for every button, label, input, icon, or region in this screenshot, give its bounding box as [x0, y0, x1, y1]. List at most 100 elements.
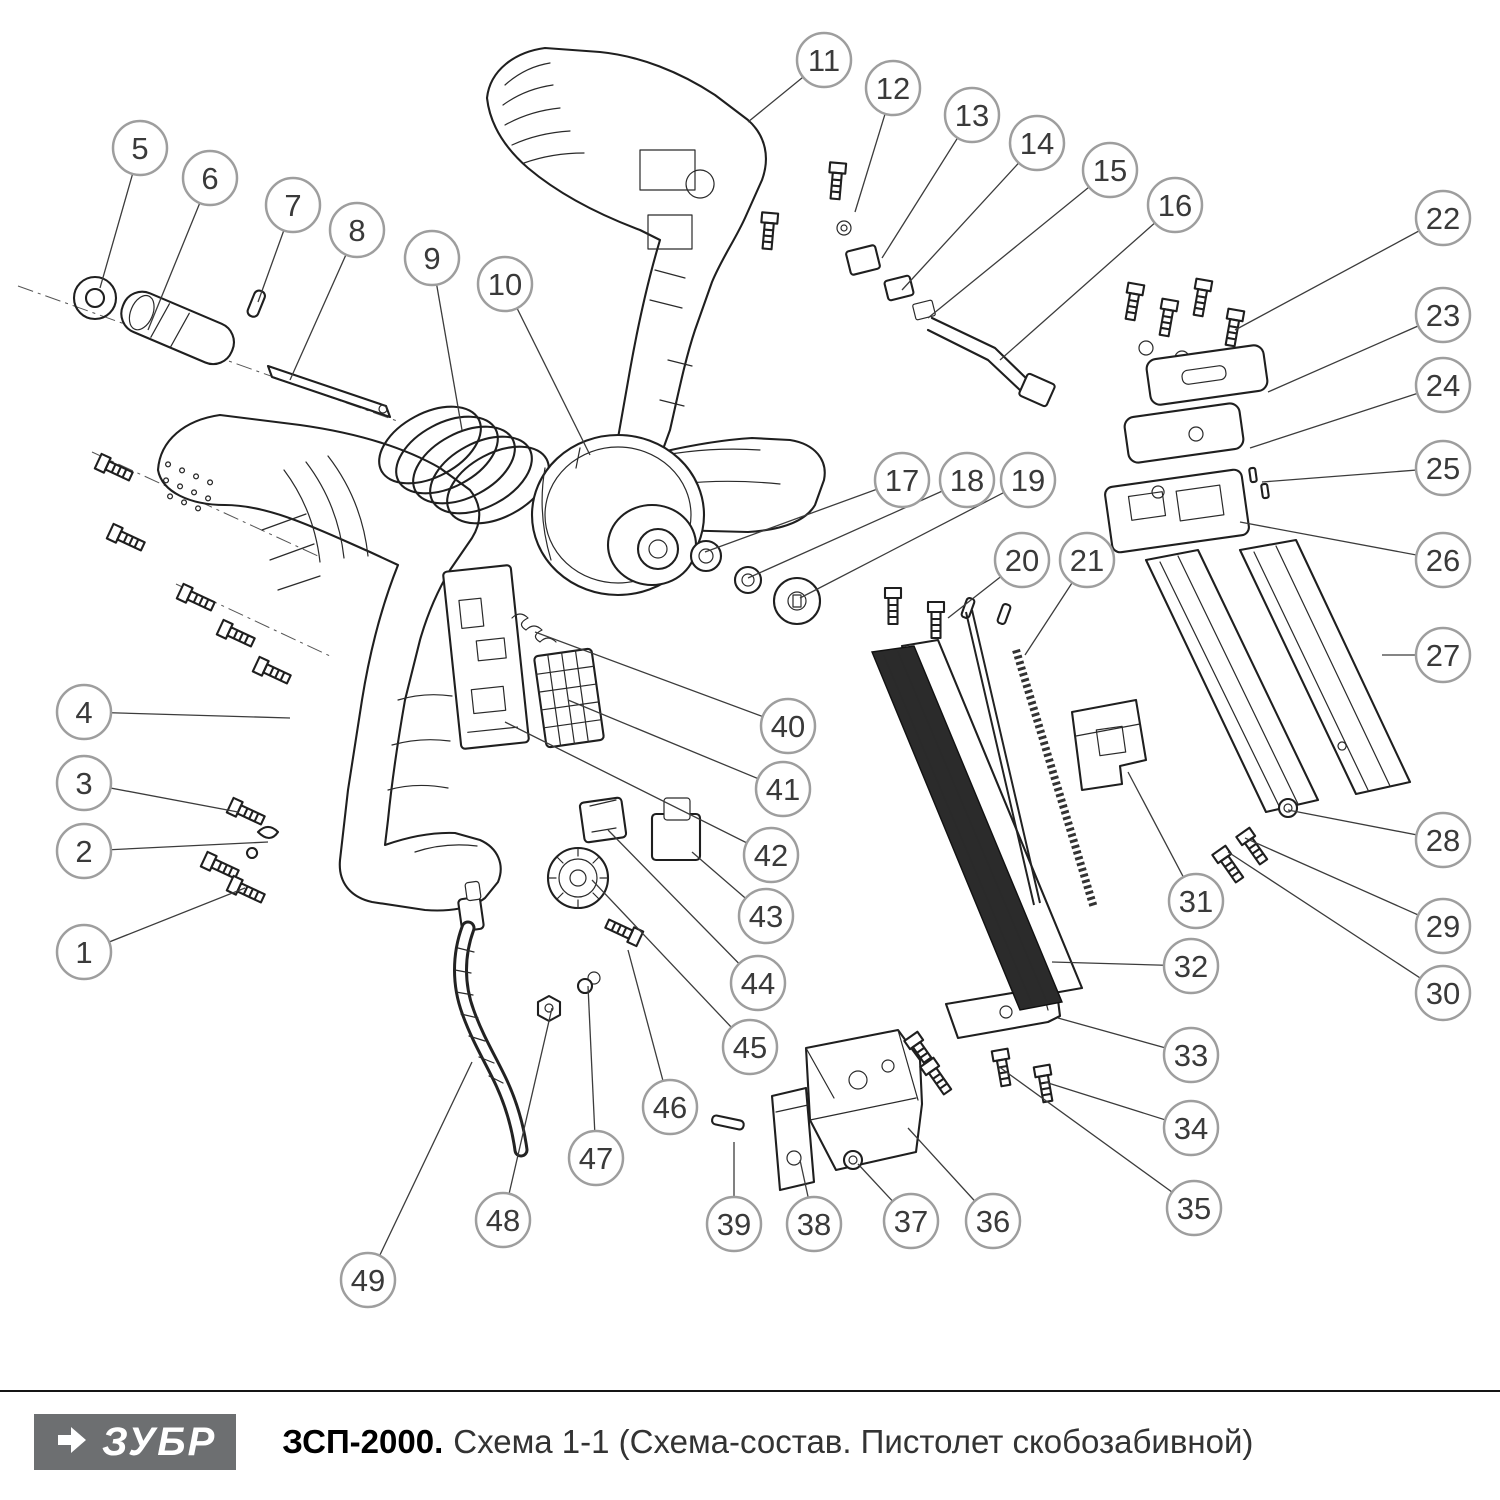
leader-line-23 [1267, 314, 1444, 393]
svg-text:47: 47 [579, 1141, 613, 1176]
callout-8: 8 [328, 201, 386, 259]
callout-26: 26 [1414, 531, 1472, 589]
callout-23: 23 [1414, 286, 1472, 344]
leader-line-19 [799, 479, 1029, 599]
svg-text:24: 24 [1426, 368, 1460, 403]
svg-text:21: 21 [1070, 543, 1104, 578]
right-rails [1144, 538, 1412, 886]
callout-9: 9 [403, 229, 461, 287]
svg-text:29: 29 [1426, 909, 1460, 944]
callout-38: 38 [785, 1195, 843, 1253]
svg-text:6: 6 [201, 161, 218, 196]
top-plate-group [1104, 277, 1270, 554]
callout-49: 49 [339, 1251, 397, 1309]
svg-text:4: 4 [75, 695, 92, 730]
leader-line-17 [704, 479, 903, 553]
arrow-right-icon [54, 1422, 90, 1463]
svg-text:46: 46 [653, 1090, 687, 1125]
svg-text:27: 27 [1426, 638, 1460, 673]
callout-15: 15 [1081, 141, 1139, 199]
callout-42: 42 [742, 826, 800, 884]
svg-text:37: 37 [894, 1204, 928, 1239]
leader-line-30 [1227, 851, 1444, 994]
svg-text:20: 20 [1005, 543, 1039, 578]
callout-34: 34 [1162, 1099, 1220, 1157]
scheme-label: Схема 1-1 (Схема-состав. Пистолет скобоз… [453, 1423, 1254, 1460]
callout-5: 5 [111, 119, 169, 177]
svg-text:10: 10 [488, 267, 522, 302]
magazine-rail [871, 586, 1098, 1011]
callout-2: 2 [55, 822, 113, 880]
svg-text:49: 49 [351, 1263, 385, 1298]
zubr-logo: ЗУБР [34, 1414, 237, 1470]
callout-37: 37 [882, 1192, 940, 1250]
svg-text:39: 39 [717, 1207, 751, 1242]
svg-text:18: 18 [950, 463, 984, 498]
nozzle-assembly [17, 275, 401, 423]
callout-17: 17 [873, 451, 931, 509]
leader-line-9 [431, 257, 463, 431]
leader-line-2 [83, 841, 269, 852]
svg-text:22: 22 [1426, 201, 1460, 236]
leader-line-22 [1234, 217, 1444, 331]
callout-43: 43 [737, 887, 795, 945]
callout-29: 29 [1414, 897, 1472, 955]
callout-10: 10 [476, 255, 534, 313]
callout-46: 46 [641, 1078, 699, 1136]
leader-line-29 [1244, 837, 1444, 927]
svg-text:45: 45 [733, 1030, 767, 1065]
svg-text:36: 36 [976, 1204, 1010, 1239]
svg-text:1: 1 [75, 935, 92, 970]
svg-text:38: 38 [797, 1207, 831, 1242]
callout-41: 41 [754, 760, 812, 818]
motor-cylinder [530, 433, 706, 597]
svg-text:44: 44 [741, 966, 775, 1001]
svg-text:11: 11 [808, 43, 840, 78]
leader-line-25 [1261, 467, 1444, 483]
callout-3: 3 [55, 754, 113, 812]
callout-20: 20 [993, 531, 1051, 589]
callout-35: 35 [1165, 1179, 1223, 1237]
leader-line-35 [997, 1065, 1195, 1209]
svg-text:8: 8 [348, 213, 365, 248]
svg-text:33: 33 [1174, 1038, 1208, 1073]
leader-line-45 [591, 879, 751, 1048]
svg-text:16: 16 [1158, 188, 1192, 223]
leader-line-10 [504, 283, 591, 456]
callout-22: 22 [1414, 189, 1472, 247]
svg-text:34: 34 [1174, 1111, 1208, 1146]
svg-text:14: 14 [1020, 126, 1054, 161]
svg-text:17: 17 [885, 463, 919, 498]
callout-12: 12 [864, 59, 922, 117]
callout-47: 47 [567, 1129, 625, 1187]
svg-text:2: 2 [75, 834, 92, 869]
callout-44: 44 [729, 954, 787, 1012]
callout-48: 48 [474, 1191, 532, 1249]
svg-text:48: 48 [486, 1203, 520, 1238]
svg-text:13: 13 [955, 98, 989, 133]
leader-line-4 [83, 711, 291, 719]
front-guide [711, 1028, 956, 1192]
leader-line-15 [927, 169, 1111, 319]
leader-line-44 [607, 829, 759, 984]
callout-36: 36 [964, 1192, 1022, 1250]
svg-text:19: 19 [1011, 463, 1045, 498]
top-screws-and-contacts [758, 161, 1056, 408]
leader-line-18 [747, 479, 968, 579]
svg-text:25: 25 [1426, 451, 1460, 486]
svg-text:35: 35 [1177, 1191, 1211, 1226]
callout-33: 33 [1162, 1026, 1220, 1084]
callout-11: 11 [795, 31, 853, 89]
left-housing [91, 413, 502, 912]
leader-line-1 [83, 887, 246, 953]
callout-14: 14 [1008, 114, 1066, 172]
svg-text:12: 12 [876, 71, 910, 106]
leader-line-42 [504, 721, 772, 856]
svg-text:23: 23 [1426, 298, 1460, 333]
callout-31: 31 [1167, 872, 1225, 930]
svg-text:42: 42 [754, 838, 788, 873]
svg-text:31: 31 [1179, 884, 1213, 919]
